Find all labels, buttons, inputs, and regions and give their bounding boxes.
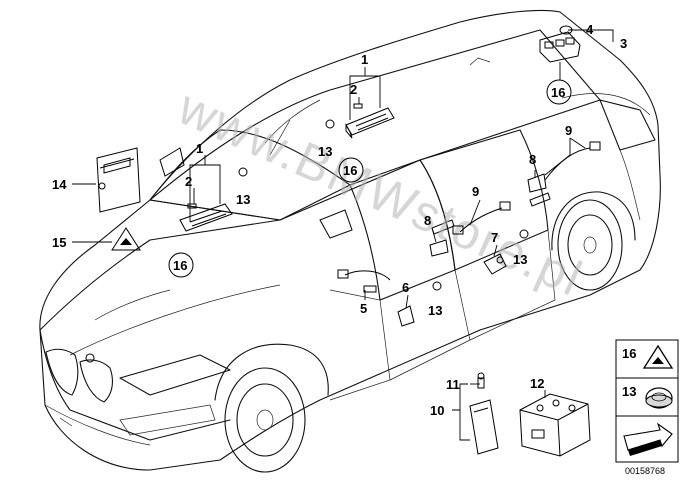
legend-panel: 16 13 (615, 339, 679, 463)
lamp-part-6 (397, 305, 415, 327)
callout-1-front: 1 (196, 141, 203, 156)
bulb-part-2-front (187, 203, 197, 209)
callout-11: 11 (446, 377, 460, 392)
callout-15: 15 (52, 235, 66, 250)
rear-interior-light-part (539, 31, 581, 63)
bulb-part-11 (477, 372, 485, 389)
callout-13-roof: 13 (318, 144, 332, 159)
callout-9-front: 9 (472, 184, 479, 199)
callout-16-roof: 16 (343, 163, 357, 178)
legend-13-label: 13 (622, 384, 636, 399)
callout-2-top: 2 (350, 82, 357, 97)
direction-arrow-icon (623, 422, 673, 456)
callout-16-front: 16 (173, 258, 187, 273)
callout-6: 6 (402, 280, 409, 295)
callout-labels: 1 2 3 4 16 13 16 1 2 13 14 15 16 9 8 9 8… (52, 22, 627, 418)
callout-12: 12 (530, 376, 544, 391)
callout-1-top: 1 (361, 52, 368, 67)
door-contact-part-8-rear (527, 173, 547, 193)
callout-3: 3 (620, 36, 627, 51)
callout-13-front-door: 13 (428, 303, 442, 318)
warning-triangle-icon (642, 344, 674, 369)
car-body-outline (39, 9, 661, 473)
grommet-part-13-roof (325, 119, 335, 129)
callout-14: 14 (52, 177, 67, 192)
callout-16-top: 16 (551, 85, 565, 100)
callout-9-rear: 9 (565, 123, 572, 138)
callout-13-front: 13 (236, 192, 250, 207)
grommet-part-13-front (238, 167, 248, 177)
bulb-kit-box-part-12 (519, 393, 591, 457)
callout-16-top-circle (546, 79, 572, 105)
callout-16-front-circle (168, 252, 194, 278)
callout-2-front: 2 (185, 174, 192, 189)
footwell-light-part-14 (96, 147, 141, 213)
callout-8-rear: 8 (529, 152, 536, 167)
interior-light-front-part (179, 203, 233, 232)
callout-10: 10 (430, 403, 444, 418)
wiring-harness-part-9-front (452, 201, 511, 235)
leader-lines (72, 29, 614, 441)
grommet-part-13-front-door (432, 281, 442, 291)
watermark-text: www.BMWstore.pl (170, 78, 592, 307)
lamp-housing-part-10 (469, 399, 499, 455)
interior-light-roof-part (345, 107, 395, 139)
door-contact-part-8-front (429, 239, 449, 257)
wiring-harness-part-9-rear (544, 141, 601, 181)
diagram-code: 00158768 (625, 466, 665, 476)
grommet-part-13-rear-door (519, 229, 529, 239)
callout-4: 4 (586, 22, 594, 37)
courtesy-lamp-part-7 (483, 253, 507, 275)
grommet-plug-icon (645, 387, 673, 409)
rearview-mirror (159, 147, 185, 177)
callout-7: 7 (491, 230, 498, 245)
bulb-part-2-top (353, 103, 363, 109)
callout-16-roof-circle (338, 157, 364, 183)
callout-5: 5 (360, 301, 367, 316)
warning-triangle-icon (111, 227, 141, 251)
legend-16-label: 16 (622, 346, 636, 361)
wiring-part-5 (337, 269, 391, 293)
callout-13-rear-door: 13 (513, 252, 527, 267)
callout-8-front: 8 (424, 213, 431, 228)
